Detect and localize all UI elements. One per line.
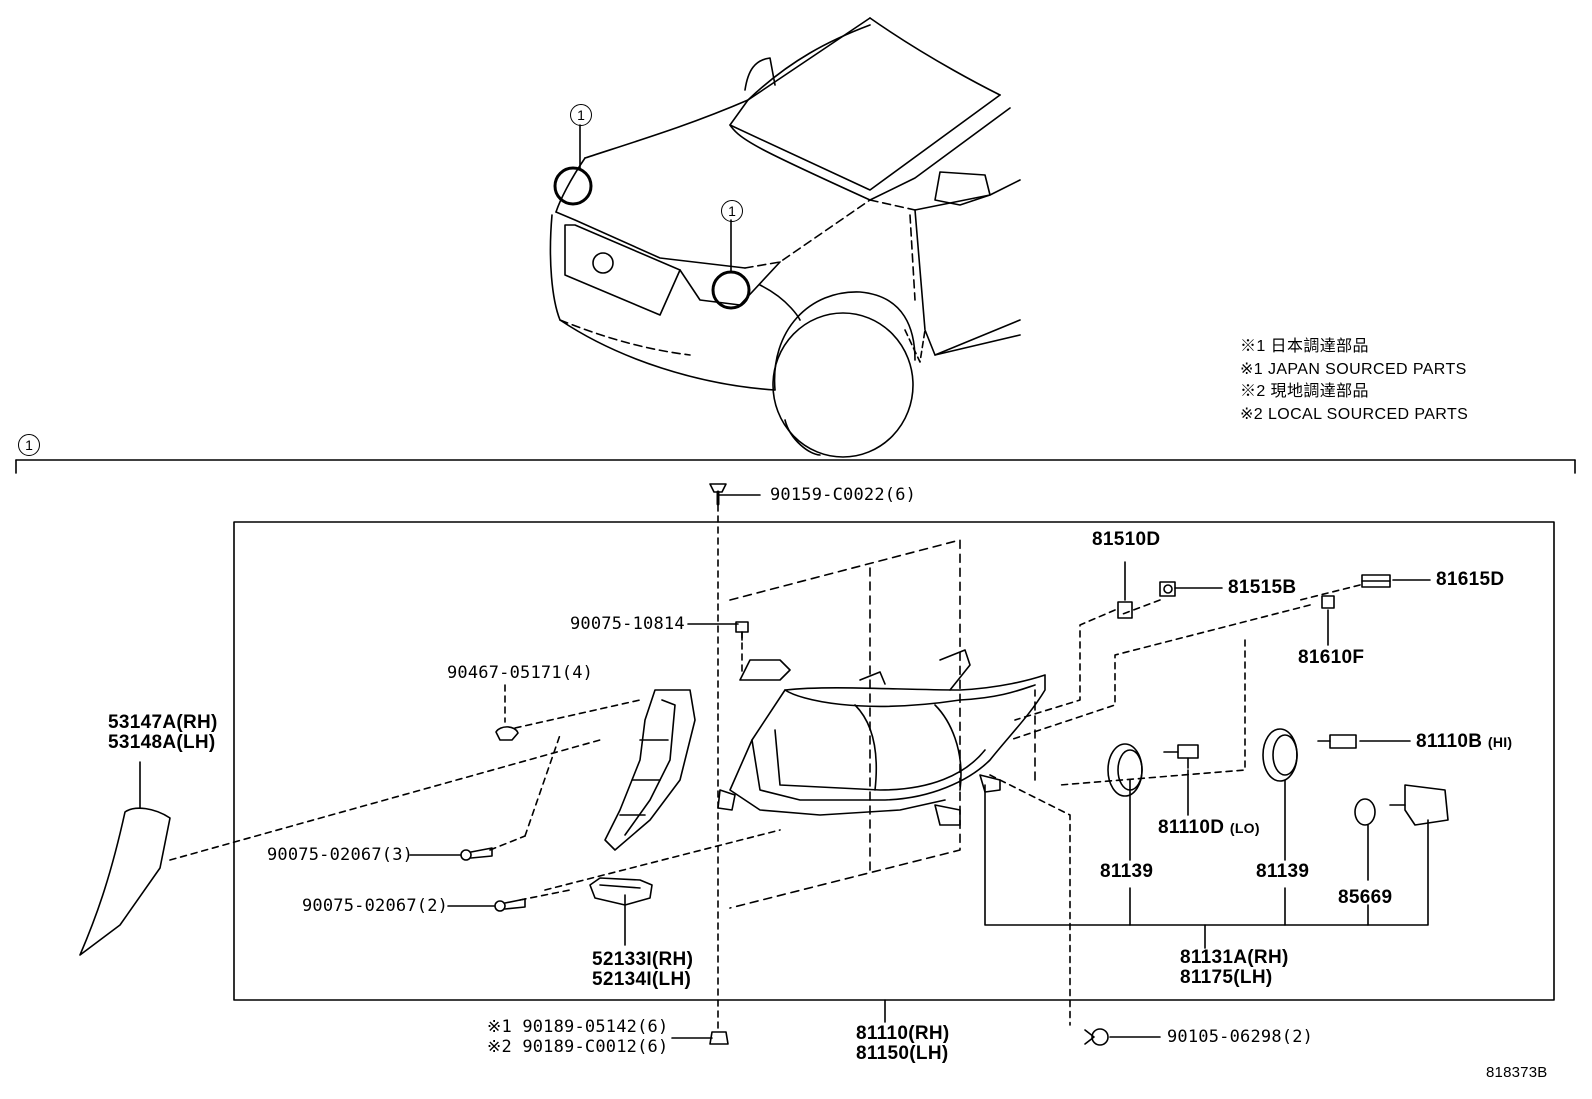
part-label: ※2 90189-C0012(6): [487, 1037, 669, 1057]
part-screw-02067-3: [460, 847, 493, 861]
part-bracket-inner: [604, 689, 696, 851]
legend-line: ※2 LOCAL SOURCED PARTS: [1240, 405, 1469, 423]
part-bolt-90105: [1084, 1028, 1109, 1046]
leader-lines: [139, 494, 1431, 1039]
part-label: 90075-02067(2): [302, 896, 449, 916]
part-label: 81510D: [1092, 529, 1161, 550]
part-clip-10814: [735, 621, 749, 641]
part-label: 81131A(RH): [1180, 947, 1289, 968]
part-cap-81139-a: [1107, 743, 1143, 797]
vehicle-illustration: [549, 17, 1021, 458]
part-bulb-81110b: [1317, 734, 1357, 749]
part-label: 81150(LH): [856, 1043, 949, 1064]
callout-marker: 1: [570, 104, 592, 126]
part-label: 90159-C0022(6): [770, 485, 917, 505]
part-label: 90075-02067(3): [267, 845, 414, 865]
part-headlamp-housing: [717, 649, 1046, 826]
callout-marker: 1: [721, 200, 743, 222]
part-cover-53147: [79, 807, 171, 956]
section-bracket: [15, 459, 1576, 474]
part-label: 81515B: [1228, 577, 1297, 598]
part-label: 90075-10814: [570, 614, 685, 634]
part-label: 85669: [1338, 887, 1393, 908]
part-screw-02067-2: [494, 898, 526, 912]
part-label: 81610F: [1298, 647, 1365, 668]
section-callout: 1: [18, 434, 40, 456]
part-cap-81139-b: [1262, 728, 1298, 782]
legend-line: ※2 現地調達部品: [1240, 383, 1369, 400]
part-label: 81615D: [1436, 569, 1505, 590]
part-motor-81131: [1389, 784, 1449, 826]
part-label: 81110D (LO): [1158, 817, 1260, 838]
part-nut-90467: [495, 726, 519, 741]
part-label: 52134I(LH): [592, 969, 692, 990]
legend: ※1 日本調達部品 ※1 JAPAN SOURCED PARTS ※2 現地調達…: [1240, 336, 1468, 426]
part-socket-81615d: [1361, 574, 1391, 588]
part-label: 81110B (HI): [1416, 731, 1513, 752]
legend-line: ※1 日本調達部品: [1240, 338, 1369, 355]
diagram-id: 818373B: [1486, 1064, 1548, 1081]
part-bracket-52133: [589, 877, 653, 906]
part-label: 81110(RH): [856, 1023, 950, 1044]
part-label: 52133I(RH): [592, 949, 694, 970]
part-bulb-81610f: [1321, 595, 1335, 609]
part-bolt-top: [709, 483, 727, 506]
part-label: 53147A(RH): [108, 712, 218, 733]
part-label: 81139: [1100, 861, 1154, 882]
part-label: 81139: [1256, 861, 1310, 882]
part-label: 90105-06298(2): [1167, 1027, 1314, 1047]
part-nut-90189: [709, 1031, 729, 1045]
part-bulb-81110d: [1163, 744, 1199, 769]
part-label: ※1 90189-05142(6): [487, 1017, 669, 1037]
assembly-boundary: [233, 521, 1555, 1001]
part-ring-85669: [1354, 798, 1376, 826]
part-label: 53148A(LH): [108, 732, 216, 753]
part-label: 81175(LH): [1180, 967, 1273, 988]
part-bulb-81510d: [1117, 601, 1133, 619]
part-label: 90467-05171(4): [447, 663, 594, 683]
part-socket-81515b: [1159, 581, 1176, 597]
legend-line: ※1 JAPAN SOURCED PARTS: [1240, 360, 1467, 378]
